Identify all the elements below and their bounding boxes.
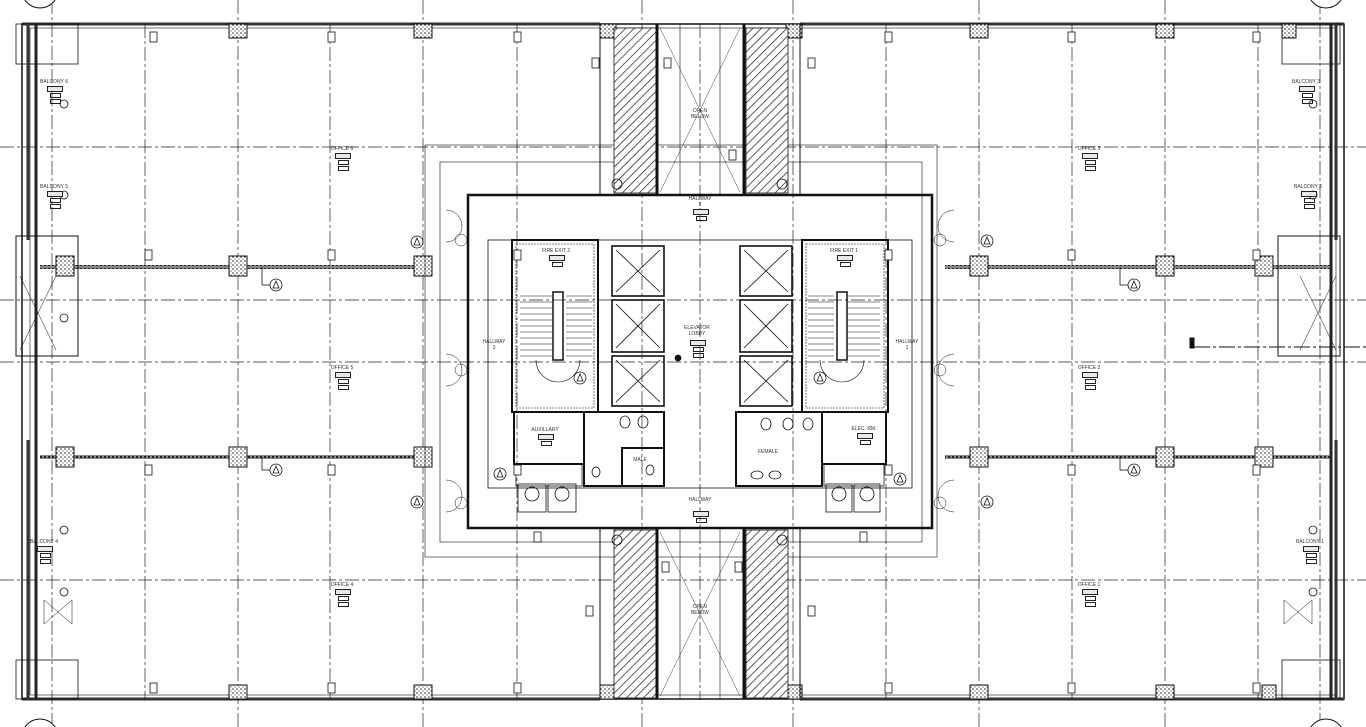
balconies <box>15 23 1341 700</box>
doors <box>445 209 955 513</box>
room-tag-office3 <box>1082 152 1098 171</box>
room-tag-auxiliary <box>538 433 554 446</box>
room-tag-office5 <box>335 371 351 390</box>
elevators-right <box>739 245 793 407</box>
room-label-office5: OFFICE 5 <box>330 365 354 371</box>
room-label-elec-rm: ELEC. RM. <box>851 426 877 432</box>
room-label-hallway3: HALLWAY 3 <box>482 339 506 351</box>
room-label-fire-exit1: FIRE EXIT 1 <box>830 248 858 254</box>
room-tag-balcony6 <box>47 85 63 104</box>
outer-slab <box>21 22 1345 701</box>
room-label-open-below-top: OPEN BELOW <box>690 108 710 120</box>
room-label-male: MALE <box>633 457 647 463</box>
room-tag-balcony5 <box>47 190 63 209</box>
room-tag-balcony1 <box>1303 545 1319 564</box>
room-tag-balcony4 <box>37 545 53 564</box>
room-label-hallway2: HALLWAY 2 <box>688 196 712 208</box>
room-label-female: FEMALE <box>757 449 778 455</box>
room-label-open-below-bottom: OPEN BELOW <box>690 604 710 616</box>
room-label-balcony1: BALCONY 1 <box>1296 539 1324 545</box>
room-label-auxiliary: AUXILLARY <box>531 427 559 433</box>
room-tag-balcony3 <box>1299 85 1315 104</box>
room-label-balcony5: BALCONY 5 <box>40 184 68 190</box>
equipment-symbols <box>59 99 1318 597</box>
room-tag-office4 <box>335 588 351 607</box>
room-label-hallway4: HALLWAY <box>688 497 712 503</box>
room-label-fire-exit2: FIRE EXIT 2 <box>542 248 570 254</box>
room-tag-office2 <box>1082 371 1098 390</box>
room-label-office3: OFFICE 3 <box>1077 146 1101 152</box>
room-tag-elevator-lobby <box>690 339 706 358</box>
room-label-balcony4: BALCONY 4 <box>30 539 58 545</box>
section-cut-line <box>1189 337 1366 349</box>
grid-bubbles <box>24 0 1342 727</box>
room-tag-hallway2 <box>693 208 709 221</box>
lower-core-rooms <box>513 411 887 513</box>
bottom-shaft <box>599 527 801 700</box>
columns <box>55 23 1297 700</box>
room-tag-fire-exit2 <box>549 254 565 267</box>
room-tag-office1 <box>1082 588 1098 607</box>
room-tag-elec-rm <box>857 432 873 445</box>
section-markers <box>261 234 1141 509</box>
room-tag-hallway4 <box>693 510 709 523</box>
room-label-office4: OFFICE 4 <box>330 582 354 588</box>
room-tag-office6 <box>335 152 351 171</box>
room-label-balcony3: BALCONY 3 <box>1292 79 1320 85</box>
room-label-office1: OFFICE 1 <box>1077 582 1101 588</box>
top-shaft <box>599 23 801 196</box>
room-tag-balcony2 <box>1301 190 1317 209</box>
fixture-tags <box>144 31 1261 694</box>
room-label-balcony2: BALCONY 2 <box>1294 184 1322 190</box>
elevators-left <box>611 245 665 407</box>
room-tag-fire-exit1 <box>837 254 853 267</box>
room-label-balcony6: BALCONY 6 <box>40 79 68 85</box>
room-label-office2: OFFICE 2 <box>1077 365 1101 371</box>
room-label-hallway1: HALLWAY 1 <box>895 339 919 351</box>
room-label-office6: OFFICE 6 <box>330 146 354 152</box>
room-label-elevator-lobby: ELEVATOR LOBBY <box>684 325 710 337</box>
